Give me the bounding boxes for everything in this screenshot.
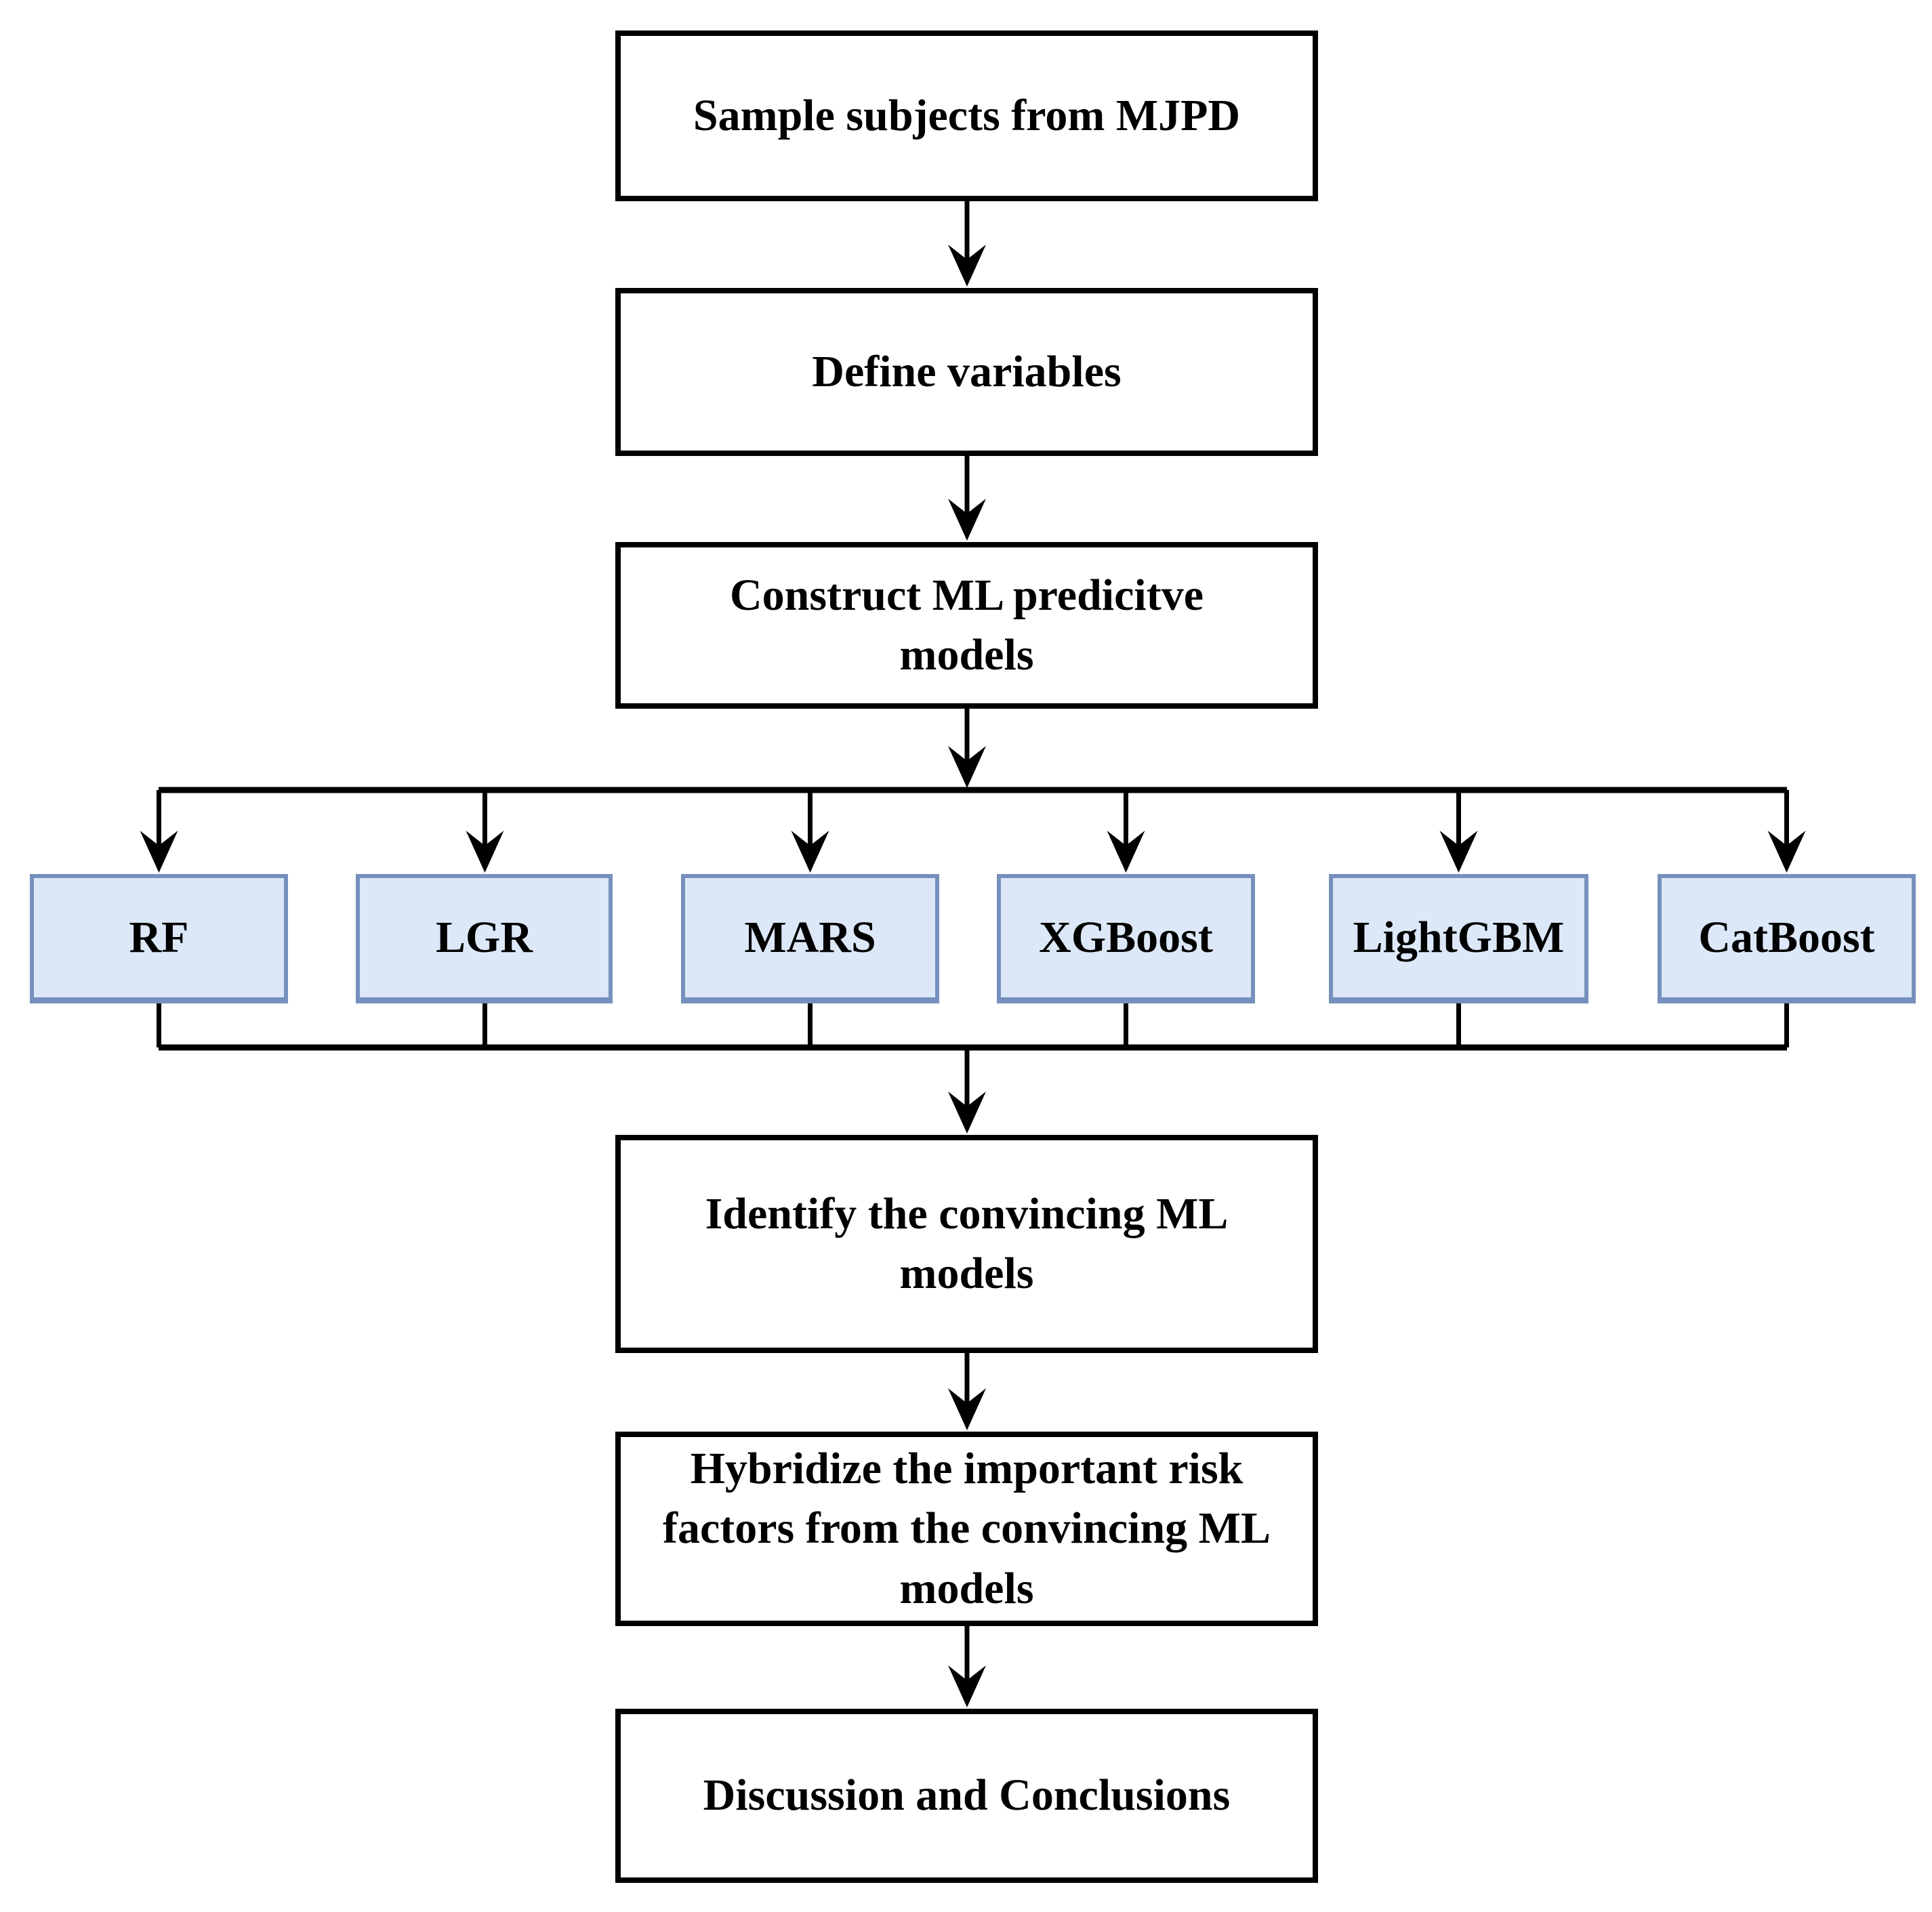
arrowhead-down-icon (791, 831, 829, 873)
model-box-label: LGR (435, 913, 533, 962)
arrowhead-down-icon (948, 746, 986, 788)
arrowhead-down-icon (948, 1388, 986, 1430)
connector-lines (157, 200, 1789, 1683)
arrowhead-down-icon (948, 1092, 986, 1134)
model-box-label: CatBoost (1698, 913, 1875, 962)
flow-box-label: Construct ML predicitve models (729, 570, 1204, 680)
model-box-rf: RF (30, 874, 288, 1003)
arrowhead-down-icon (948, 245, 986, 287)
model-box-label: XGBoost (1039, 913, 1213, 962)
model-box-label: LightGBM (1353, 913, 1565, 962)
arrowhead-down-icon (1107, 831, 1145, 873)
flow-box-sample-subjects: Sample subjects from MJPD (615, 30, 1318, 201)
arrowhead-down-icon (948, 499, 986, 541)
model-box-xgboost: XGBoost (997, 874, 1255, 1003)
model-box-label: MARS (744, 913, 876, 962)
flow-box-construct-models: Construct ML predicitve models (615, 542, 1318, 709)
model-box-lgr: LGR (356, 874, 613, 1003)
flow-box-discussion-conclusions: Discussion and Conclusions (615, 1709, 1318, 1883)
model-box-mars: MARS (681, 874, 939, 1003)
arrowhead-down-icon (948, 1665, 986, 1707)
arrowhead-down-icon (466, 831, 504, 873)
model-box-catboost: CatBoost (1658, 874, 1916, 1003)
flow-box-label: Sample subjects from MJPD (693, 90, 1241, 140)
flow-box-label: Define variables (812, 346, 1122, 396)
flow-box-label: Discussion and Conclusions (703, 1770, 1231, 1821)
flow-box-define-variables: Define variables (615, 288, 1318, 456)
arrowhead-down-icon (1767, 831, 1806, 873)
flow-box-identify-models: Identify the convincing ML models (615, 1135, 1318, 1353)
arrowhead-down-icon (140, 831, 178, 873)
arrowheads (140, 245, 1806, 1707)
flow-box-hybridize-factors: Hybridize the important risk factors fro… (615, 1432, 1318, 1626)
model-box-lightgbm: LightGBM (1329, 874, 1588, 1003)
model-box-label: RF (129, 913, 189, 962)
arrowhead-down-icon (1439, 831, 1478, 873)
flow-box-label: Identify the convincing ML models (705, 1188, 1229, 1298)
flow-box-label: Hybridize the important risk factors fro… (663, 1443, 1271, 1613)
